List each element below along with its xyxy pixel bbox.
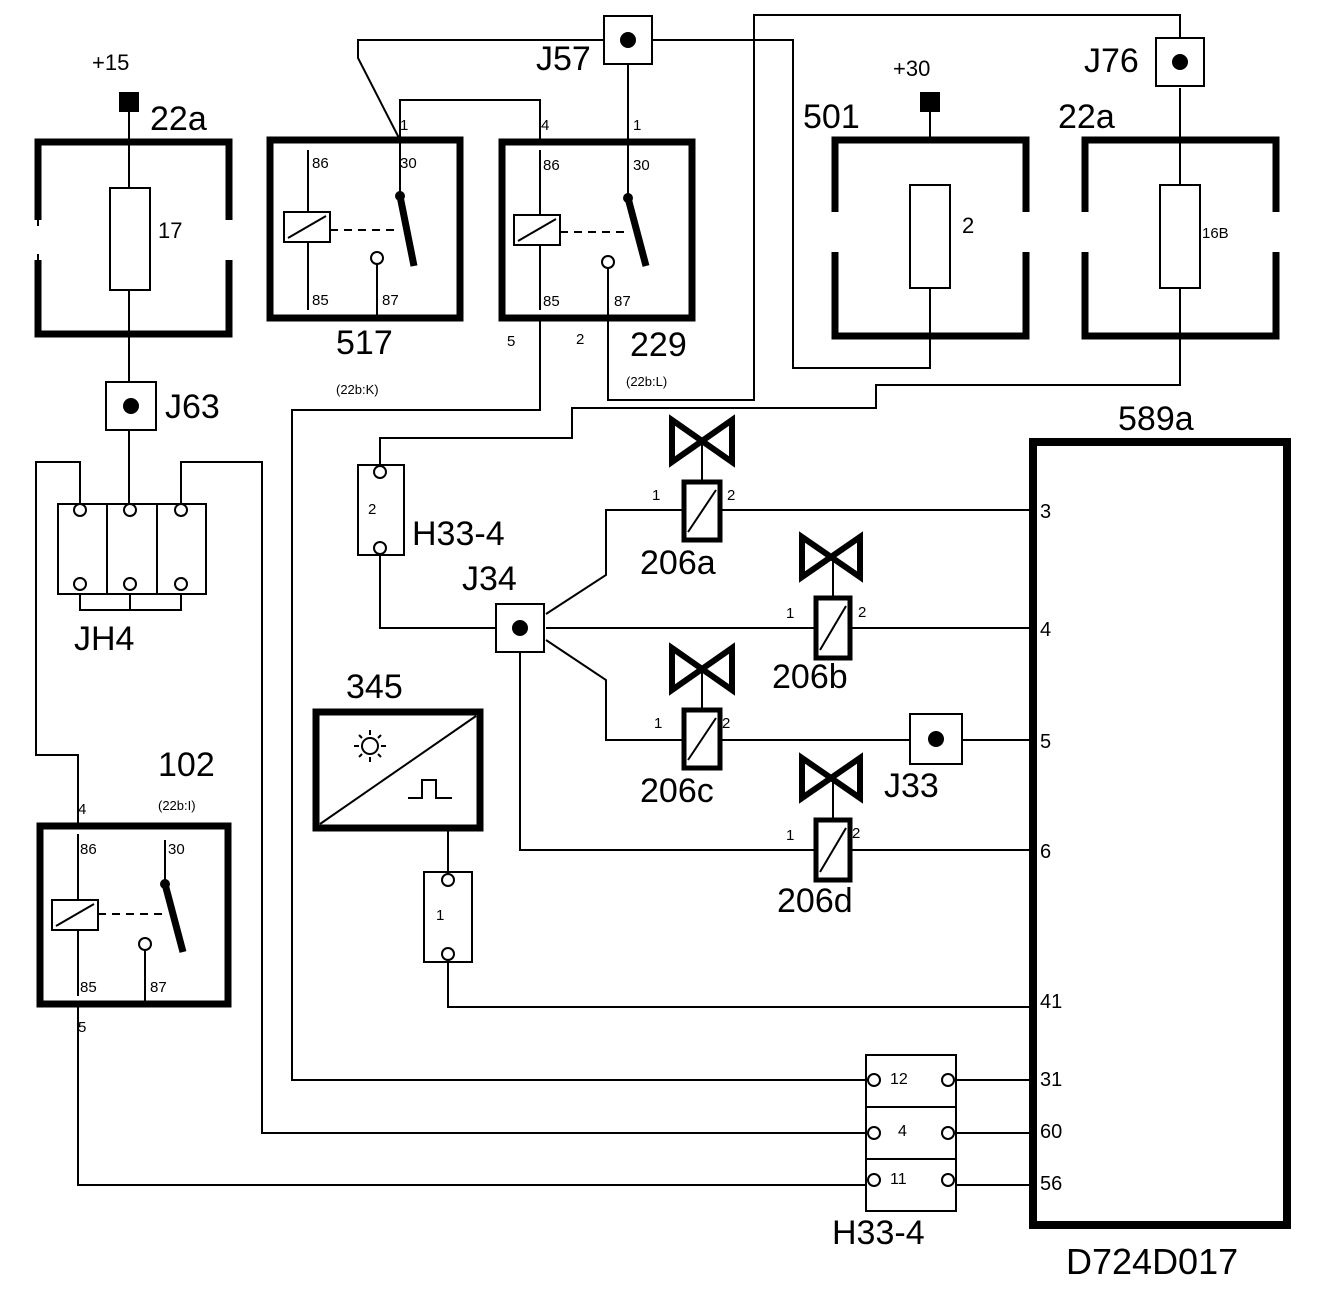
- relay-517-term1: 1: [400, 117, 408, 134]
- relay-102-term5: 5: [78, 1019, 86, 1036]
- supply-plus30: +30: [893, 56, 940, 112]
- valve-206a-pin2: 2: [727, 487, 735, 504]
- relay-229-pin30: 30: [633, 157, 650, 174]
- relay-102-term4: 4: [78, 801, 86, 818]
- junction-j76: J76: [1084, 37, 1205, 87]
- sensor-345-label: 345: [346, 668, 403, 706]
- ecu-589a-label: 589a: [1118, 400, 1194, 438]
- valve-206a-pin1: 1: [652, 487, 660, 504]
- valve-206d: 1 2 206d: [777, 752, 863, 920]
- valve-206c-pin1: 1: [654, 715, 662, 732]
- junction-j57-label: J57: [536, 40, 591, 78]
- relay-229-term5: 5: [507, 333, 515, 350]
- junction-j34: J34: [462, 560, 545, 653]
- ecu-589a: 589a 3 4 5 6 41 31 60 56: [1029, 400, 1291, 1229]
- relay-102-pin85: 85: [80, 979, 97, 996]
- relay-102: 86 30 85 87 4 5 102 (22b:I): [36, 746, 232, 1036]
- valve-206b: 1 2 206b: [772, 531, 866, 696]
- ecu-pin-41: 41: [1040, 991, 1062, 1013]
- relay-229-term1: 1: [633, 117, 641, 134]
- relay-102-pin87: 87: [150, 979, 167, 996]
- relay-102-label: 102: [158, 746, 215, 784]
- connector-h33-4-top-pin: 2: [368, 501, 376, 518]
- valve-206b-pin2: 2: [858, 604, 866, 621]
- junction-j33-label: J33: [884, 767, 939, 805]
- relay-102-pin30: 30: [168, 841, 185, 858]
- sensor-345: 345: [312, 668, 484, 832]
- connector-h33-4-bottom-pin11: 11: [890, 1171, 907, 1188]
- valve-206d-label: 206d: [777, 882, 853, 920]
- ecu-pin-60: 60: [1040, 1121, 1062, 1143]
- fuse-22a-right-label: 22a: [1058, 98, 1115, 136]
- ecu-pin-56: 56: [1040, 1173, 1062, 1195]
- relay-229: 86 30 85 87 4 1 5 2 229 (22b:L): [498, 117, 696, 389]
- fuse-22a-left: 22a 17: [30, 100, 237, 338]
- drawing-code: D724D017: [1066, 1241, 1238, 1282]
- relay-517-pin86: 86: [312, 155, 329, 172]
- junction-j63-label: J63: [165, 388, 220, 426]
- relay-229-ref: (22b:L): [626, 374, 667, 389]
- fuse-501-label: 501: [803, 98, 860, 136]
- relay-229-term2: 2: [576, 331, 584, 348]
- pulse-icon: [408, 779, 452, 799]
- valve-206d-pin2: 2: [852, 825, 860, 842]
- connector-h33-4-top-label: H33-4: [412, 515, 505, 553]
- connector-h33-4-bottom-pin12: 12: [890, 1071, 908, 1088]
- supply-plus15-label: +15: [92, 50, 129, 75]
- ecu-pin-4: 4: [1040, 619, 1051, 641]
- relay-517-pin87: 87: [382, 292, 399, 309]
- connector-h33-4-bottom-pin4: 4: [898, 1123, 907, 1140]
- junction-j34-label: J34: [462, 560, 517, 598]
- relay-229-label: 229: [630, 326, 687, 364]
- fuse-22a-right: 22a 16B: [1058, 88, 1284, 340]
- fuse-22a-right-value: 16B: [1202, 225, 1229, 242]
- supply-plus30-label: +30: [893, 56, 930, 81]
- valve-206d-pin1: 1: [786, 827, 794, 844]
- valve-206c-pin2: 2: [722, 715, 730, 732]
- relay-102-ref: (22b:I): [158, 798, 196, 813]
- valve-206a: 1 2 206a: [640, 414, 735, 582]
- connector-345-pin: 1: [436, 907, 444, 924]
- relay-229-pin85: 85: [543, 293, 560, 310]
- relay-102-pin86: 86: [80, 841, 97, 858]
- relay-517-pin30: 30: [400, 155, 417, 172]
- junction-j57: J57: [536, 15, 653, 78]
- fuse-501: 501 2: [803, 98, 1034, 340]
- valve-206c-label: 206c: [640, 772, 714, 810]
- ecu-pin-6: 6: [1040, 841, 1051, 863]
- fuse-22a-left-value: 17: [158, 218, 182, 243]
- connector-h33-4-top: 2 H33-4: [357, 464, 505, 556]
- relay-229-pin87: 87: [614, 293, 631, 310]
- connector-345: 1: [423, 871, 473, 963]
- connector-jh4: JH4: [57, 503, 207, 658]
- connector-h33-4-bottom: 12 4 11 H33-4: [832, 1054, 957, 1252]
- valve-206b-label: 206b: [772, 658, 848, 696]
- gear-icon: [354, 730, 386, 762]
- relay-517: 86 30 85 87 1 517 (22b:K): [266, 117, 464, 397]
- connector-h33-4-bottom-label: H33-4: [832, 1214, 925, 1252]
- connector-jh4-label: JH4: [74, 620, 134, 658]
- supply-plus15: +15: [92, 50, 139, 112]
- ecu-pin-3: 3: [1040, 501, 1051, 523]
- junction-j33: J33: [884, 713, 963, 805]
- junction-j76-label: J76: [1084, 42, 1139, 80]
- relay-229-term4: 4: [541, 117, 549, 134]
- wires: [35, 14, 1181, 1186]
- valve-206c: 1 2 206c: [640, 642, 735, 810]
- valve-206a-label: 206a: [640, 544, 716, 582]
- fuse-501-value: 2: [962, 213, 974, 238]
- relay-229-pin86: 86: [543, 157, 560, 174]
- fuse-22a-left-label: 22a: [150, 100, 207, 138]
- junction-j63: J63: [105, 381, 220, 431]
- relay-517-label: 517: [336, 324, 393, 362]
- relay-517-ref: (22b:K): [336, 382, 379, 397]
- ecu-pin-5: 5: [1040, 731, 1051, 753]
- valve-206b-pin1: 1: [786, 605, 794, 622]
- relay-517-pin85: 85: [312, 292, 329, 309]
- ecu-pin-31: 31: [1040, 1069, 1062, 1091]
